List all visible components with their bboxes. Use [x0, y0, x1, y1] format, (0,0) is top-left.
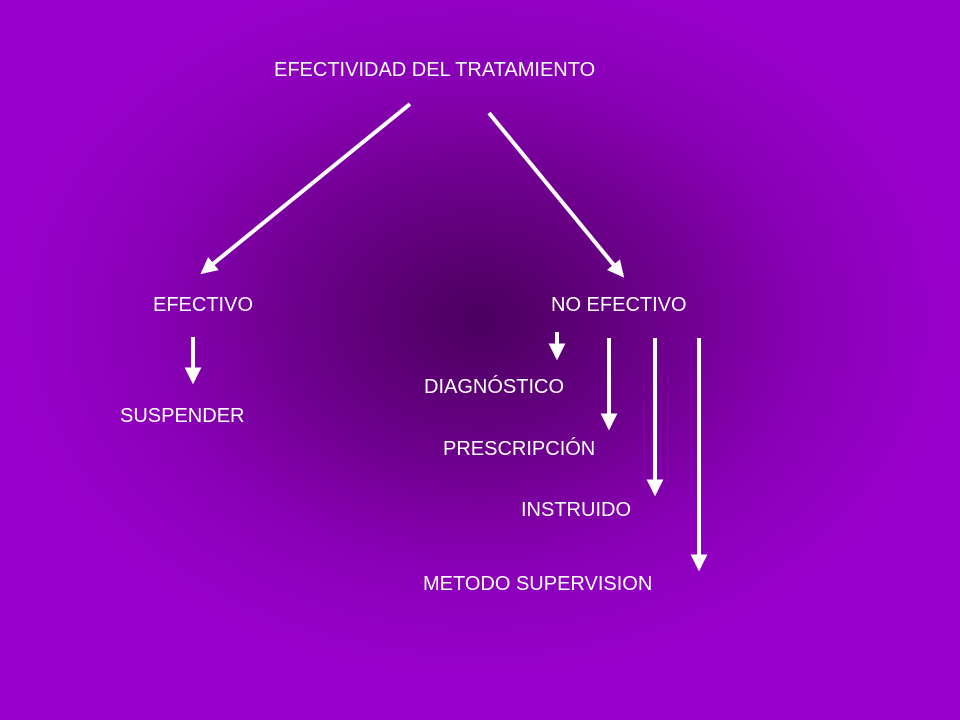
diagram-title: EFECTIVIDAD DEL TRATAMIENTO — [274, 59, 596, 81]
branch-not-effective-label: NO EFECTIVO — [551, 294, 687, 316]
cause-metodo-supervision-label: METODO SUPERVISION — [423, 573, 653, 595]
arrow-title-to-not-effective — [487, 111, 625, 278]
cause-prescripcion-label: PRESCRIPCIÓN — [443, 438, 596, 460]
cause-diagnostico-label: DIAGNÓSTICO — [424, 376, 565, 398]
outcome-suspender-label: SUSPENDER — [120, 405, 245, 427]
branch-effective-label: EFECTIVO — [153, 294, 254, 316]
arrow-title-to-effective — [200, 102, 412, 275]
cause-instruido-label: INSTRUIDO — [521, 499, 631, 521]
